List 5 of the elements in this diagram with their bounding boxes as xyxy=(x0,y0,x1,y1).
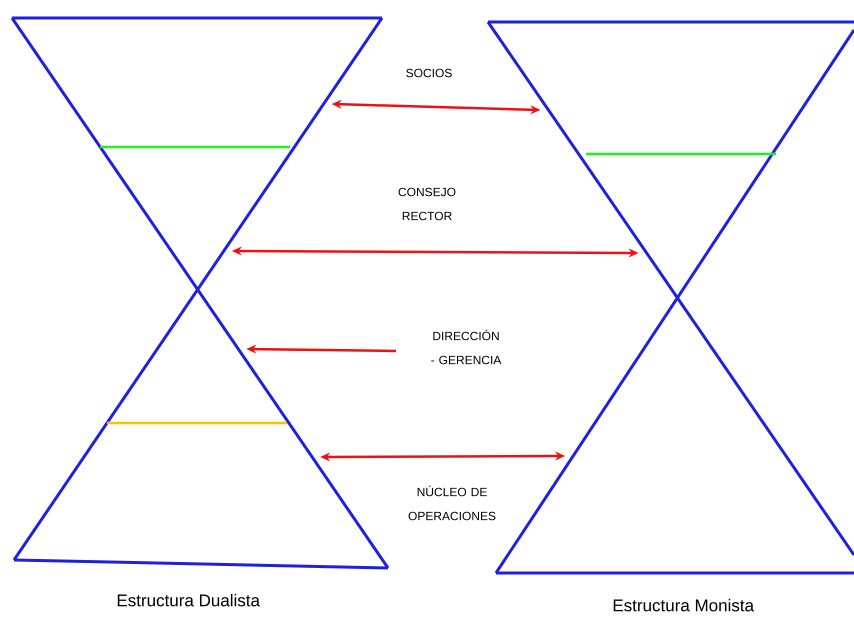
edge-label: CONSEJO RECTOR xyxy=(398,188,456,220)
edge-label: NÚCLEO DE OPERACIONES xyxy=(408,486,496,520)
edge-label: SOCIOS xyxy=(406,68,452,78)
edge-label: DIRECCIÓN - GERENCIA xyxy=(431,330,502,364)
hourglass-drawing: Estructura Dualista xyxy=(10,16,390,606)
